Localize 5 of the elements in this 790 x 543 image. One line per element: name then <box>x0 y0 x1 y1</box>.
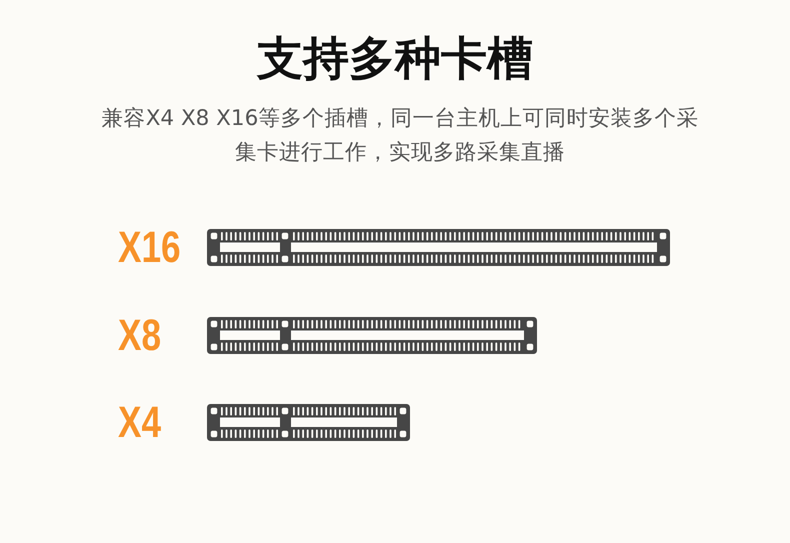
title: 支持多种卡槽 <box>256 30 534 87</box>
slot-label: X16 <box>118 226 181 270</box>
slot-label: X8 <box>118 314 162 358</box>
subtitle: 兼容X4 X8 X16等多个插槽，同一台主机上可同时安装多个采集卡进行工作，实现多路采集直播 <box>100 105 700 167</box>
slot-label: X4 <box>118 401 162 445</box>
